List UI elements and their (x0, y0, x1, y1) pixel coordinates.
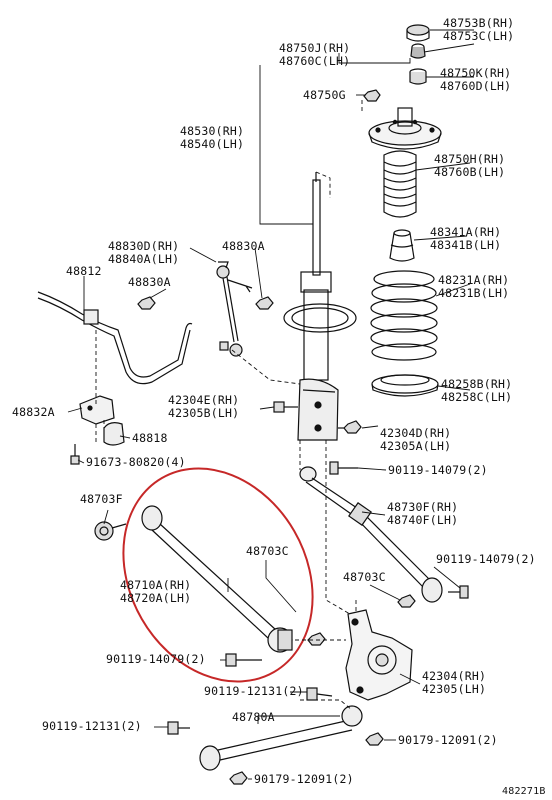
strut-cap-48753 (406, 24, 430, 42)
figure-code: 482271B (502, 786, 546, 797)
label-48703c-right: 48703C (343, 570, 386, 584)
label-48730f: 48730F(RH)48740F(LH) (387, 500, 459, 527)
stabilizer-link-48830d (216, 261, 253, 357)
label-48341: 48341A(RH)48341B(LH) (430, 225, 502, 252)
strut-bushing-48750k (409, 68, 427, 85)
bolt-42304e (273, 401, 298, 413)
label-91673: 91673-80820(4) (86, 455, 186, 469)
label-48830a-lower: 48830A (128, 275, 171, 289)
leader-lines (67, 29, 475, 780)
label-48812: 48812 (66, 264, 102, 278)
label-48750k: 48750K(RH)48760D(LH) (440, 66, 512, 93)
bolt-90119-upper-a (329, 461, 358, 475)
bracket-48832a (79, 395, 115, 425)
strut-bushing-48750j (410, 43, 426, 59)
strut-support-48750h (368, 107, 442, 150)
steering-knuckle-42304 (345, 609, 413, 701)
highlight-circle (122, 467, 314, 683)
nut-90179-b (229, 771, 248, 785)
nut-48703f (94, 521, 127, 541)
label-90119-e: 90119-12131(2) (42, 719, 142, 733)
nut-90179-a (365, 732, 384, 746)
label-42304e: 42304E(RH)42305B(LH) (168, 393, 240, 420)
nut-48830a-lower (137, 296, 156, 310)
label-48830d: 48830D(RH)48840A(LH) (108, 239, 180, 266)
label-90119-c: 90119-14079(2) (106, 652, 206, 666)
label-90119-b: 90119-14079(2) (436, 552, 536, 566)
coil-spring-48231 (370, 270, 438, 361)
label-48750g: 48750G (303, 88, 346, 102)
label-90119-d: 90119-12131(2) (204, 684, 304, 698)
bushing-48818 (103, 422, 125, 446)
label-42304d: 42304D(RH)42305A(LH) (380, 426, 452, 453)
label-48832a: 48832A (12, 405, 55, 419)
label-48818: 48818 (132, 431, 168, 445)
upper-arm-48730f (299, 466, 443, 603)
label-48258: 48258B(RH)48258C(LH) (441, 377, 513, 404)
shock-absorber-48530 (283, 172, 357, 441)
stabilizer-bar-48812 (37, 291, 193, 385)
label-48231: 48231A(RH)48231B(LH) (438, 273, 510, 300)
bolt-90119-lower (225, 653, 262, 667)
label-48780a: 48780A (232, 710, 275, 724)
label-48710a: 48710A(RH)48720A(LH) (120, 578, 192, 605)
bump-stop-48341 (389, 229, 415, 262)
dust-boot-48341 (383, 150, 417, 218)
bolt-90119-12131-right (306, 687, 333, 701)
label-48530: 48530(RH)48540(LH) (180, 124, 245, 151)
lower-arm-48710a (141, 505, 293, 653)
bolt-90119-12131-left (167, 721, 190, 735)
nut-48703c-right (397, 594, 416, 608)
label-90179-a: 90179-12091(2) (398, 733, 498, 747)
nut-42304d (338, 420, 362, 434)
label-90119-a: 90119-14079(2) (388, 463, 488, 477)
nut-48703c-center (307, 632, 326, 646)
spring-insulator-48258 (371, 374, 439, 397)
label-90179-b: 90179-12091(2) (254, 772, 354, 786)
label-48753: 48753B(RH)48753C(LH) (443, 16, 515, 43)
nut-48830a-upper (255, 296, 274, 310)
dashed-reference-lines (95, 100, 363, 711)
nut-48750g (363, 89, 381, 102)
label-48750j: 48750J(RH)48760C(LH) (279, 41, 351, 68)
strut-rod-48780a (199, 705, 363, 771)
label-48750h: 48750H(RH)48760B(LH) (434, 152, 506, 179)
label-42304: 42304(RH)42305(LH) (422, 669, 487, 696)
label-48703c-center: 48703C (246, 544, 289, 558)
bolt-91673 (70, 444, 80, 465)
bolt-90119-upper-b (448, 585, 469, 599)
label-48830a-upper: 48830A (222, 239, 265, 253)
label-48703f: 48703F (80, 492, 123, 506)
